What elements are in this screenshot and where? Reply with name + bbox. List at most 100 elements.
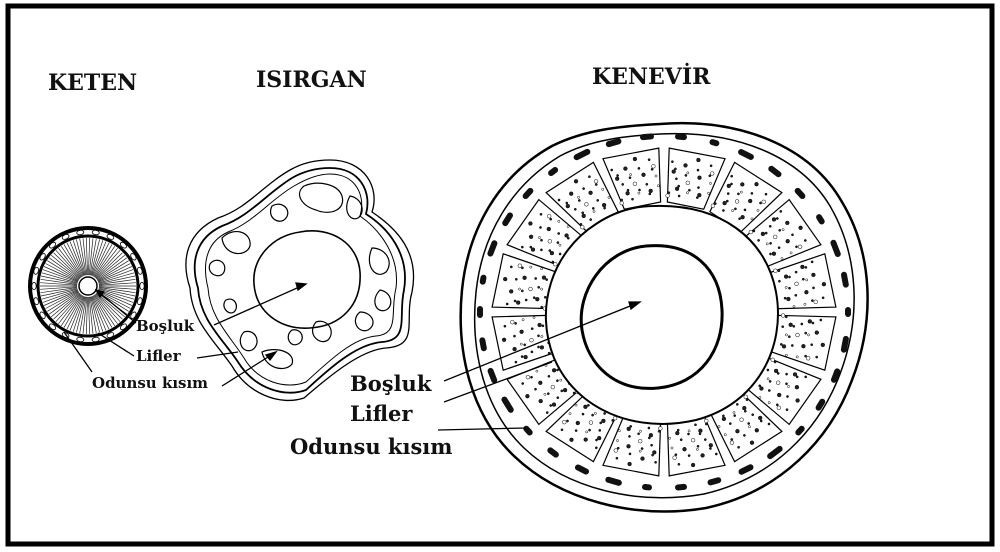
kenevir-cell-dot xyxy=(631,198,633,200)
kenevir-cell-dot xyxy=(822,297,824,299)
kenevir-cell-dot xyxy=(638,167,640,169)
kenevir-cell-dot xyxy=(595,183,597,185)
kenevir-cell-dot xyxy=(518,264,522,268)
kenevir-cell-dot xyxy=(722,415,724,417)
kenevir-cell-dot xyxy=(796,333,800,337)
kenevir-cell-dot xyxy=(705,423,707,425)
kenevir-cell-dot xyxy=(732,210,734,212)
kenevir-cell-dot xyxy=(759,202,761,204)
kenevir-cell-dot xyxy=(701,454,705,458)
kenevir-cell-dot xyxy=(776,217,778,219)
kenevir-cell-dot xyxy=(808,334,810,336)
kenevir-cell-dot xyxy=(698,176,702,180)
kenevir-cell-dot xyxy=(767,378,769,380)
kenevir-cell-dot xyxy=(620,201,624,205)
kenevir-cell-dot xyxy=(774,369,778,373)
kenevir-cell-dot xyxy=(622,183,624,185)
kenevir-cell-dot xyxy=(671,161,673,163)
keten-cross-section xyxy=(30,228,146,344)
kenevir-cell-dot xyxy=(748,199,752,203)
kenevir-cell-dot xyxy=(520,330,524,334)
kenevir-cell-dot xyxy=(594,412,596,414)
isirgan-title: ISIRGAN xyxy=(256,67,367,93)
kenevir-cell-dot xyxy=(673,456,677,460)
kenevir-cell-dot xyxy=(547,214,551,218)
kenevir-cell-dot xyxy=(812,273,816,277)
kenevir-cell-dot xyxy=(814,300,818,304)
kenevir-cell-dot xyxy=(633,157,637,161)
kenevir-cell-dot xyxy=(761,232,765,236)
keten-cavity-label: Boşluk xyxy=(136,317,195,335)
kenevir-cell-dot xyxy=(614,449,618,453)
kenevir-cell-dot xyxy=(628,462,632,466)
kenevir-cell-dot xyxy=(515,322,517,324)
kenevir-cell-dot xyxy=(749,230,753,234)
kenevir-woody-label: Odunsu kısım xyxy=(290,434,452,459)
kenevir-cell-dot xyxy=(727,193,729,195)
kenevir-cell-dot xyxy=(646,183,648,185)
kenevir-cell-dot xyxy=(793,305,795,307)
kenevir-cell-dot xyxy=(570,438,574,442)
kenevir-cell-dot xyxy=(741,215,745,219)
kenevir-cell-dot xyxy=(772,252,776,256)
kenevir-cell-dot xyxy=(760,420,762,422)
kenevir-cell-dot xyxy=(787,385,789,387)
kenevir-cell-dot xyxy=(699,433,701,435)
kenevir-cell-dot xyxy=(796,356,798,358)
kenevir-cell-dot xyxy=(618,430,620,432)
kenevir-cell-dot xyxy=(675,187,679,191)
kenevir-cell-dot xyxy=(789,323,793,327)
kenevir-cell-dot xyxy=(539,399,543,403)
kenevir-cell-dot xyxy=(649,193,651,195)
kenevir-cell-dot xyxy=(715,453,717,455)
kenevir-cell-dot xyxy=(522,319,524,321)
kenevir-cell-dot xyxy=(751,218,753,220)
kenevir-cell-dot xyxy=(755,428,759,432)
kenevir-cell-dot xyxy=(548,239,552,243)
kenevir-cell-dot xyxy=(552,261,554,263)
kenevir-cell-dot xyxy=(795,282,799,286)
kenevir-cell-dot xyxy=(734,208,736,210)
kenevir-cell-dot xyxy=(765,232,767,234)
kenevir-cell-dot xyxy=(793,373,797,377)
kenevir-cell-dot xyxy=(678,185,680,187)
kenevir-cell-dot xyxy=(782,229,784,231)
kenevir-cell-dot xyxy=(546,279,548,281)
kenevir-cell-dot xyxy=(602,188,604,190)
kenevir-cell-dot xyxy=(560,379,562,381)
kenevir-cell-dot xyxy=(515,278,517,280)
kenevir-cell-dot xyxy=(781,314,785,318)
kenevir-cell-dot xyxy=(822,282,826,286)
kenevir-cell-dot xyxy=(781,258,783,260)
kenevir-cell-dot xyxy=(626,191,630,195)
kenevir-cell-dot xyxy=(513,347,517,351)
kenevir-cell-dot xyxy=(504,325,506,327)
kenevir-cell-dot xyxy=(736,403,738,405)
kenevir-cell-dot xyxy=(566,202,568,204)
kenevir-cell-dot xyxy=(558,199,560,201)
kenevir-cell-dot xyxy=(559,253,561,255)
kenevir-cell-dot xyxy=(658,430,660,432)
kenevir-cell-dot xyxy=(503,277,507,281)
kenevir-cell-dot xyxy=(563,388,567,392)
kenevir-cell-dot xyxy=(697,169,699,171)
kenevir-cell-dot xyxy=(678,463,680,465)
kenevir-cell-dot xyxy=(669,437,671,439)
kenevir-cell-dot xyxy=(506,303,508,305)
kenevir-cell-dot xyxy=(638,439,642,443)
kenevir-cell-dot xyxy=(758,239,760,241)
kenevir-cell-dot xyxy=(782,345,786,349)
kenevir-cell-dot xyxy=(549,250,551,252)
kenevir-cell-dot xyxy=(574,179,578,183)
kenevir-cell-dot xyxy=(687,433,689,435)
kenevir-cell-dot xyxy=(731,438,733,440)
kenevir-cell-dot xyxy=(710,165,712,167)
kenevir-cell-dot xyxy=(530,338,534,342)
kenevir-cell-dot xyxy=(612,419,614,421)
keten-woody-label: Odunsu kısım xyxy=(92,374,208,392)
kenevir-cell-dot xyxy=(630,174,632,176)
keten-fiber-cell xyxy=(32,282,36,289)
kenevir-cell-dot xyxy=(586,431,588,433)
kenevir-cell-dot xyxy=(595,439,597,441)
kenevir-cell-dot xyxy=(585,202,589,206)
